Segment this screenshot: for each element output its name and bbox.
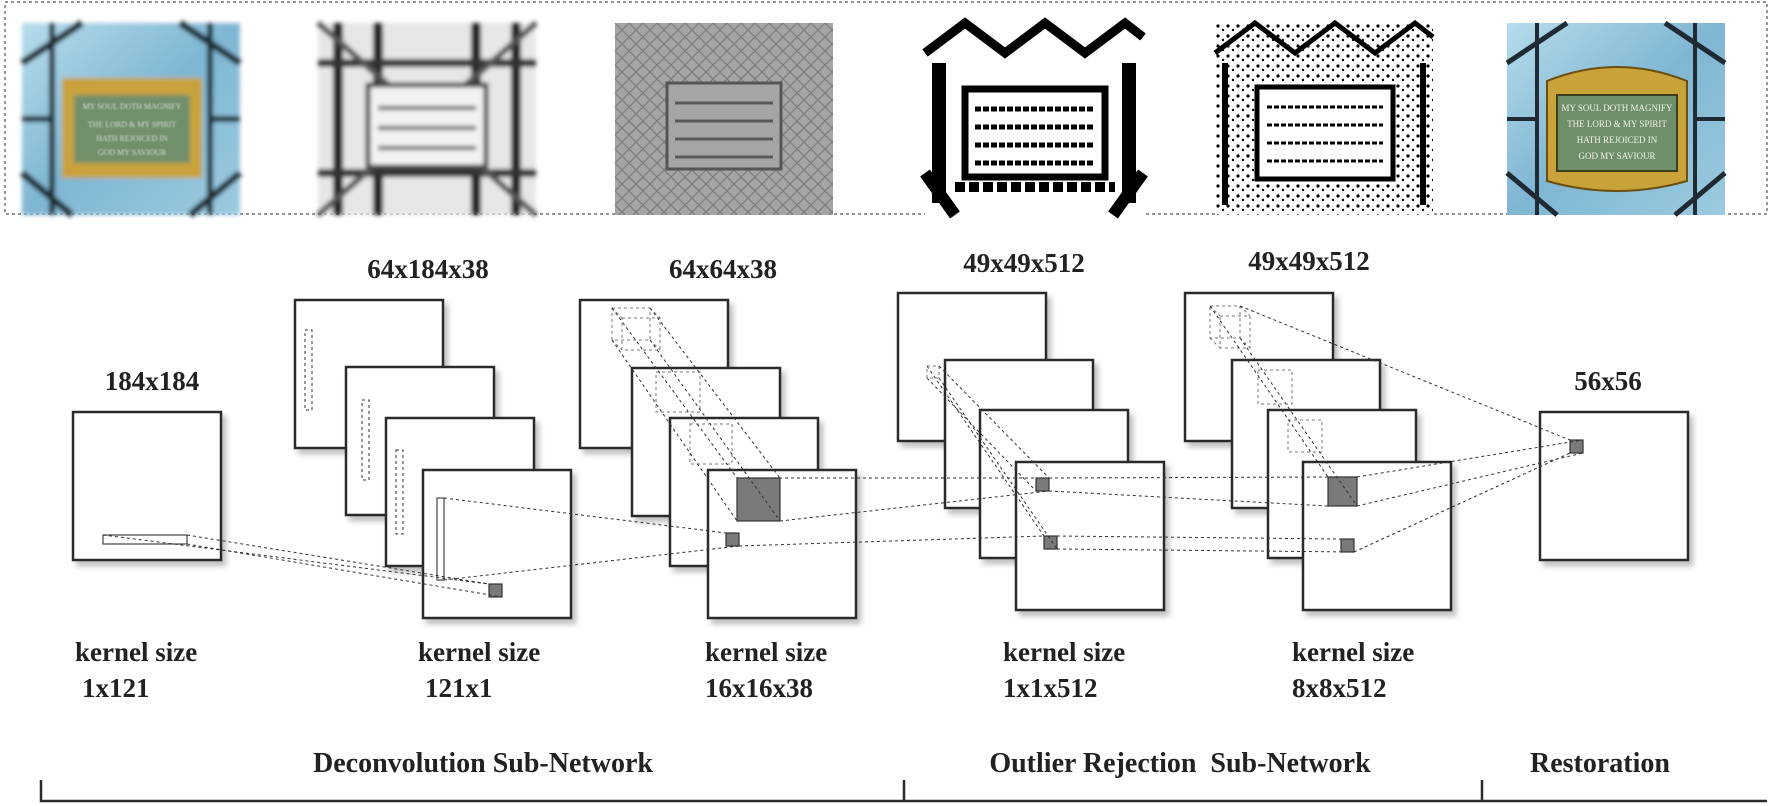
- section-bracket: [39, 780, 1767, 803]
- stage-4-feature-stack: [896, 291, 1166, 612]
- stage-4-dimension: 49x49x512: [963, 248, 1085, 278]
- connection-stage2-to-stage3: [443, 307, 781, 581]
- thumbnail-feature-map-crosshatch: [615, 23, 833, 215]
- svg-text:kernel size: kernel size: [75, 637, 197, 667]
- svg-text:kernel size: kernel size: [705, 637, 827, 667]
- stage-2-feature-stack: [293, 298, 573, 620]
- stage-2-dimension: 64x184x38: [367, 254, 489, 284]
- stage-3-dimension: 64x64x38: [669, 254, 777, 284]
- connection-stage4-to-stage5: [1048, 305, 1358, 553]
- svg-text:THE LORD & MY SPIRIT: THE LORD & MY SPIRIT: [1567, 119, 1667, 129]
- stage-3-feature-stack: [578, 298, 858, 620]
- thumbnail-restored-output: MY SOUL DOTH MAGNIFY THE LORD & MY SPIRI…: [1505, 20, 1727, 217]
- thumbnail-blurry-input: MY SOUL DOTH MAGNIFY THE LORD & MY SPIRI…: [19, 20, 243, 218]
- stage-5-dimension: 49x49x512: [1248, 246, 1370, 276]
- svg-text:THE LORD & MY SPIRIT: THE LORD & MY SPIRIT: [88, 120, 177, 129]
- svg-text:HATH REJOICED IN: HATH REJOICED IN: [1577, 135, 1658, 145]
- thumbnail-binary-feature-map: [920, 17, 1148, 219]
- svg-text:121x1: 121x1: [425, 673, 493, 703]
- kernel-label-stage-4: kernel size 1x1x512: [1003, 637, 1125, 703]
- svg-text:HATH REJOICED IN: HATH REJOICED IN: [96, 134, 168, 143]
- section-label-deconvolution: Deconvolution Sub-Network: [313, 748, 653, 779]
- kernel-label-stage-5: kernel size 8x8x512: [1292, 637, 1414, 703]
- svg-text:kernel size: kernel size: [418, 637, 540, 667]
- section-label-restoration: Restoration: [1530, 748, 1670, 779]
- thumbnail-strip-frame: [4, 1, 1768, 215]
- svg-text:GOD MY SAVIOUR: GOD MY SAVIOUR: [1578, 151, 1655, 161]
- connection-stage3-to-stage4: [737, 365, 1058, 550]
- svg-text:1x1x512: 1x1x512: [1003, 673, 1098, 703]
- svg-text:8x8x512: 8x8x512: [1292, 673, 1387, 703]
- connection-stage1-to-stage2: [102, 534, 503, 598]
- svg-text:1x121: 1x121: [82, 673, 150, 703]
- svg-text:kernel size: kernel size: [1003, 637, 1125, 667]
- thumbnail-feature-map-soft: [316, 20, 538, 218]
- stage-6-output-map: [1538, 410, 1690, 562]
- connection-stage5-to-stage6: [1239, 305, 1584, 553]
- kernel-label-stage-3: kernel size 16x16x38: [705, 637, 827, 703]
- svg-text:MY SOUL DOTH MAGNIFY: MY SOUL DOTH MAGNIFY: [83, 102, 182, 111]
- stage-5-feature-stack: [1183, 291, 1453, 612]
- svg-text:GOD MY SAVIOUR: GOD MY SAVIOUR: [98, 148, 167, 157]
- kernel-label-stage-1: kernel size 1x121: [75, 637, 197, 703]
- stage-1-input-map: [71, 410, 223, 562]
- svg-text:16x16x38: 16x16x38: [705, 673, 813, 703]
- thumbnail-binary-feature-map-fine: [1213, 19, 1435, 215]
- section-label-outlier-rejection: Outlier Rejection Sub-Network: [989, 748, 1371, 779]
- svg-text:MY SOUL DOTH MAGNIFY: MY SOUL DOTH MAGNIFY: [1561, 103, 1673, 113]
- kernel-label-stage-2: kernel size 121x1: [418, 637, 540, 703]
- stage-6-dimension: 56x56: [1574, 366, 1642, 396]
- stage-1-dimension: 184x184: [105, 366, 200, 396]
- svg-text:kernel size: kernel size: [1292, 637, 1414, 667]
